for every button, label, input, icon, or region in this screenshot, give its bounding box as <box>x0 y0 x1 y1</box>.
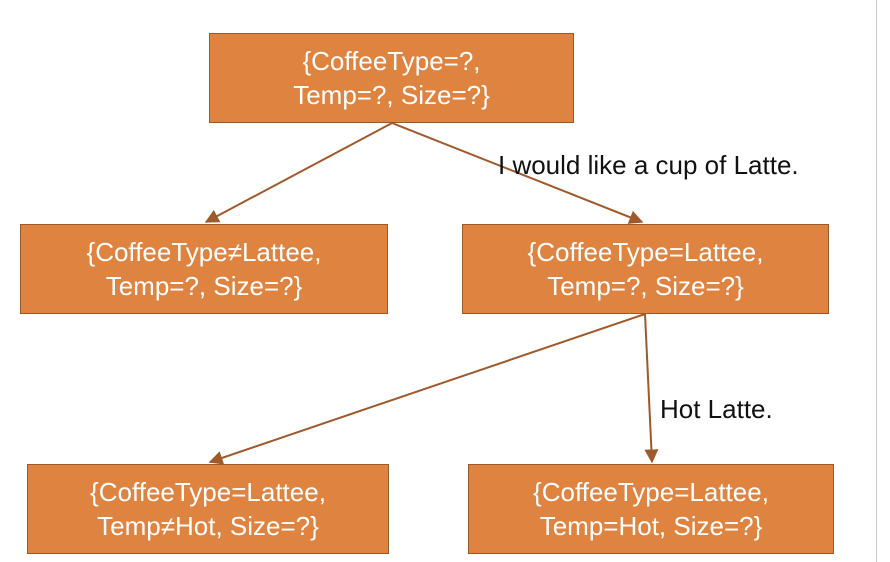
latte-hot-state-node: {CoffeeType=Lattee, Temp=Hot, Size=?} <box>468 464 834 554</box>
edge-label-hot-latte: Hot Latte. <box>660 394 773 424</box>
node-text-line2: Temp≠Hot, Size=?} <box>97 511 319 541</box>
edge-label-latte-request: I would like a cup of Latte. <box>498 150 799 180</box>
latte-state-node: {CoffeeType=Lattee, Temp=?, Size=?} <box>462 224 829 314</box>
root-state-node: {CoffeeType=?, Temp=?, Size=?} <box>209 33 574 123</box>
node-text-line1: {CoffeeType≠Lattee, <box>86 237 322 267</box>
node-text-line1: {CoffeeType=?, <box>302 46 481 76</box>
node-text-line2: Temp=?, Size=?} <box>105 271 303 301</box>
node-text-line2: Temp=?, Size=?} <box>293 80 490 110</box>
node-text-line2: Temp=Hot, Size=?} <box>539 511 763 541</box>
page-edge-divider <box>876 0 877 562</box>
node-text-line1: {CoffeeType=Lattee, <box>90 477 326 507</box>
edge-root-to-right <box>391 122 644 224</box>
edge-right-to-bottom-right <box>644 313 659 464</box>
latte-not-hot-state-node: {CoffeeType=Lattee, Temp≠Hot, Size=?} <box>27 464 389 554</box>
node-text-line2: Temp=?, Size=?} <box>547 271 744 301</box>
edge-root-to-left <box>204 122 393 223</box>
node-text-line1: {CoffeeType=Lattee, <box>533 477 769 507</box>
node-text-line1: {CoffeeType=Lattee, <box>527 237 764 267</box>
edge-right-to-bottom-left <box>208 313 646 465</box>
not-latte-state-node: {CoffeeType≠Lattee, Temp=?, Size=?} <box>20 224 388 314</box>
